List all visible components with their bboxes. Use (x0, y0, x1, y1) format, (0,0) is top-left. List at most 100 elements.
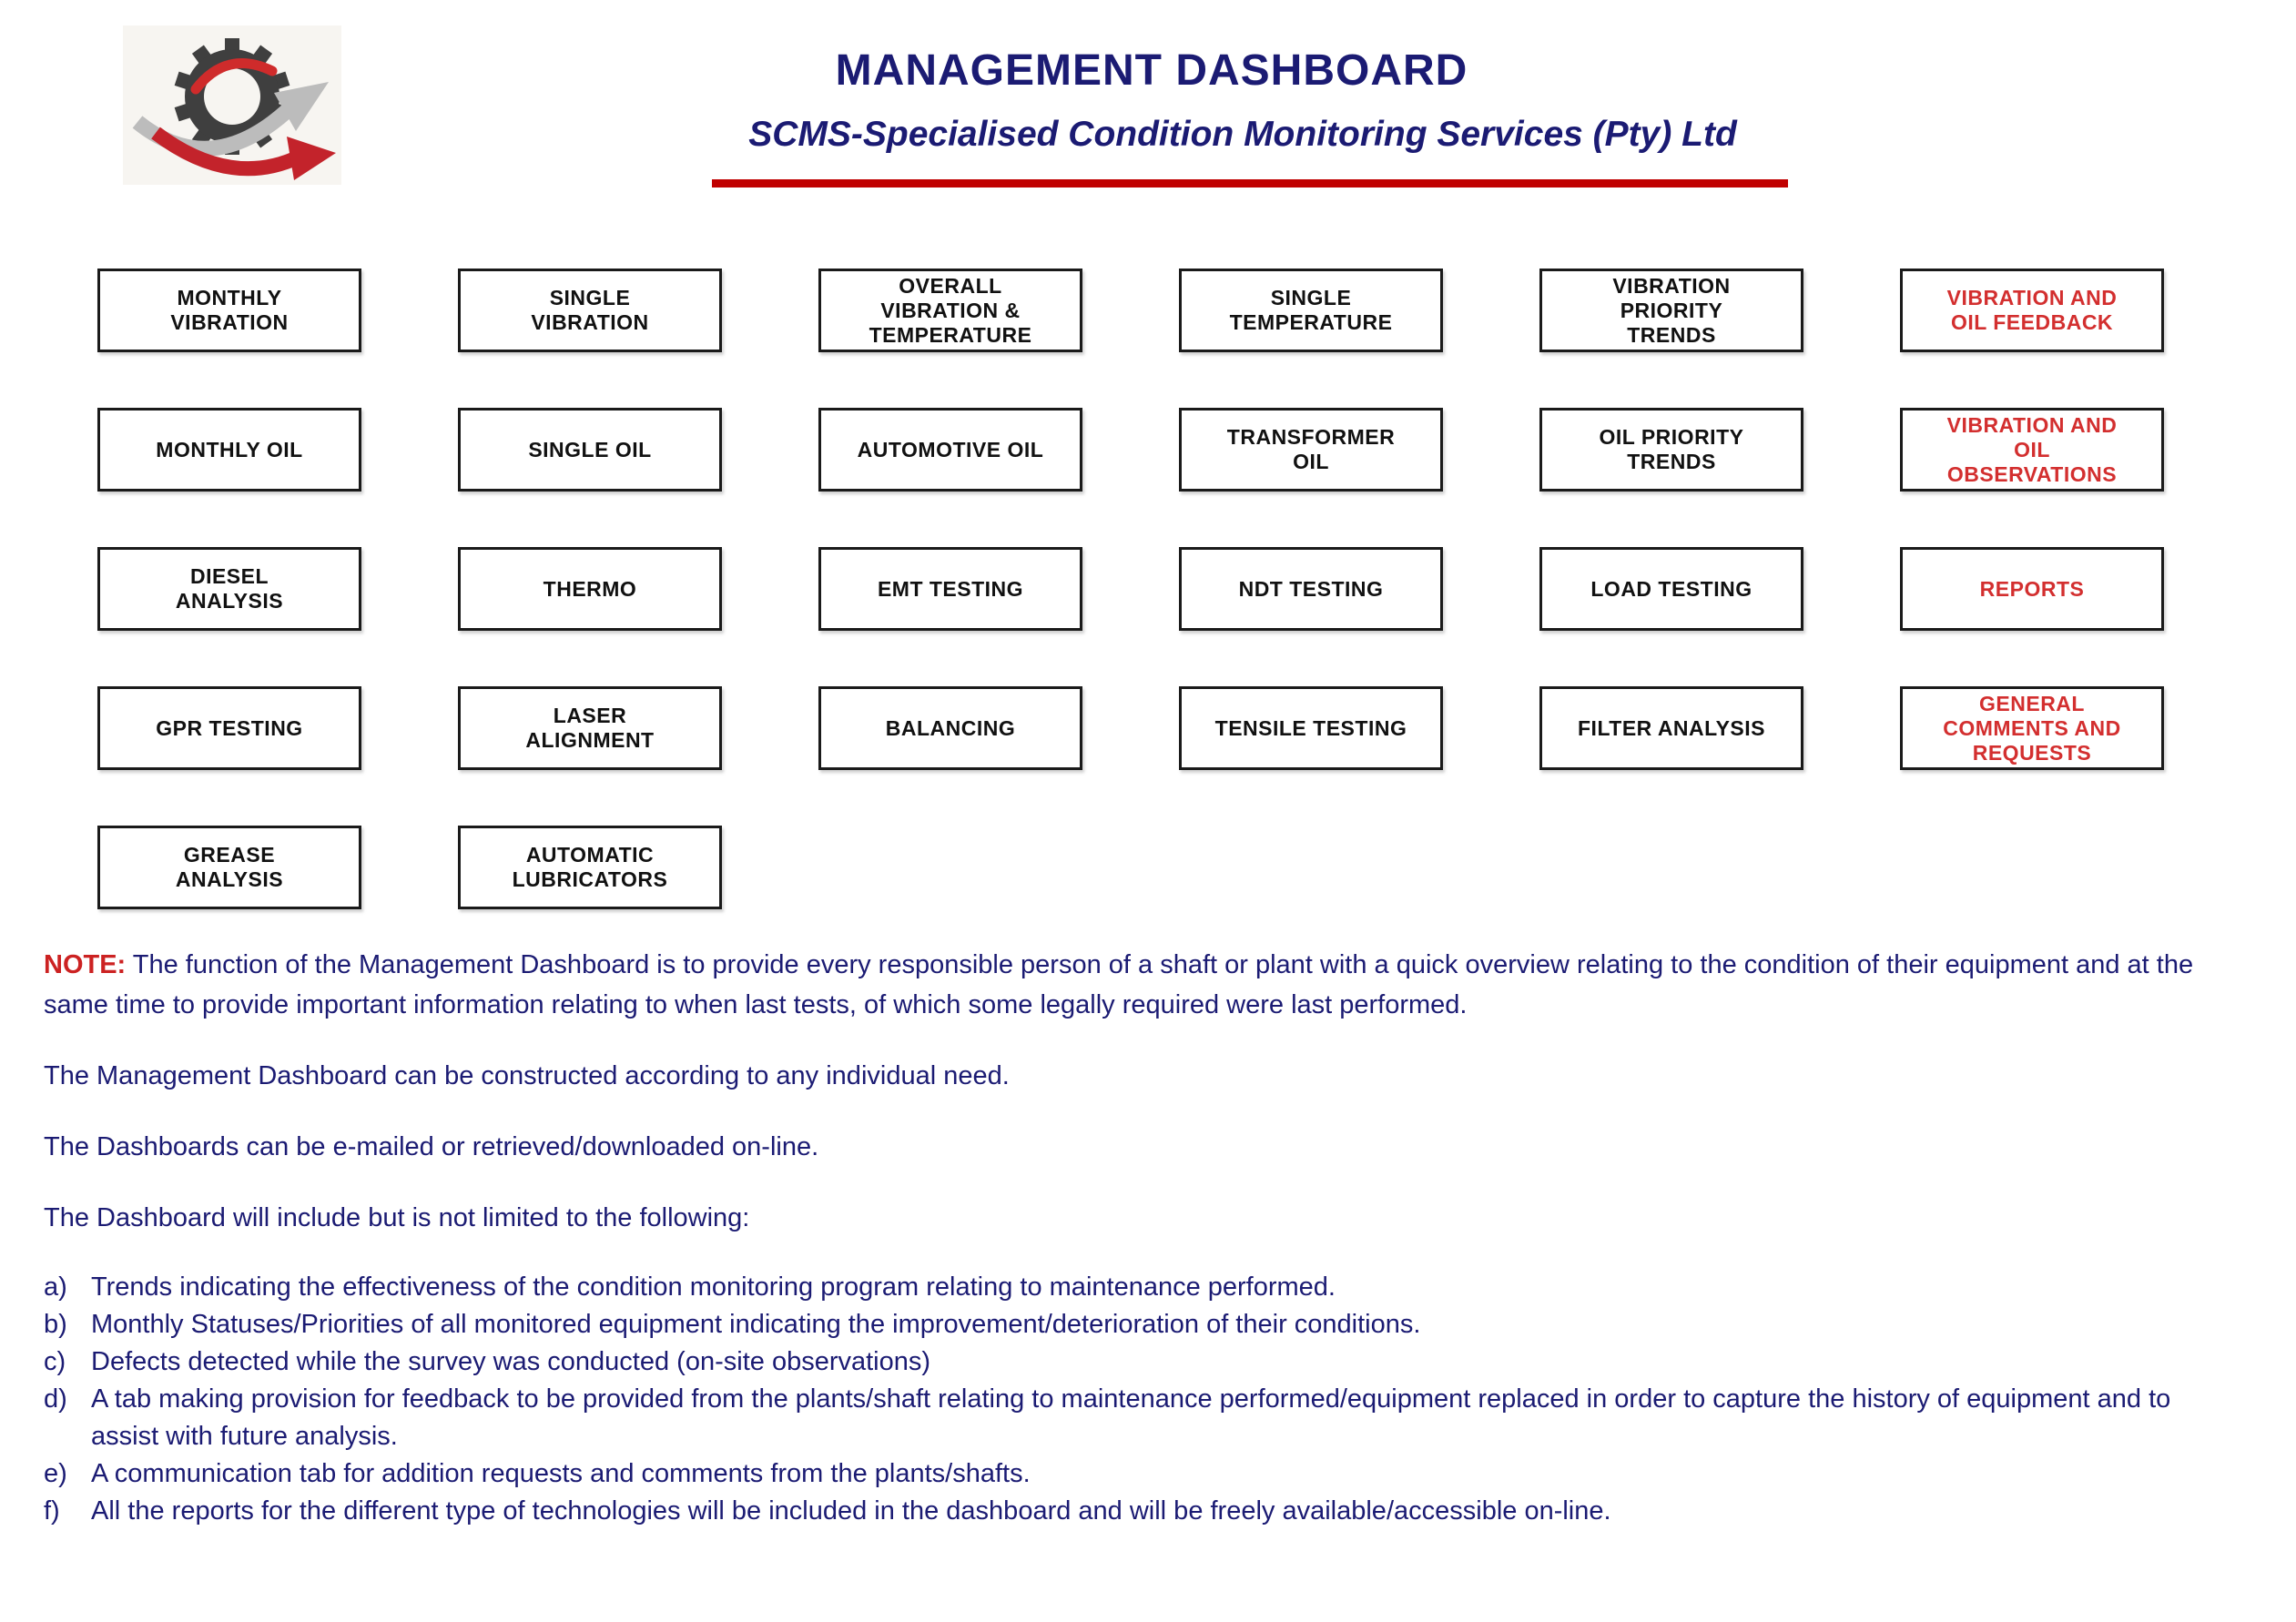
list-item-marker: d) (44, 1384, 67, 1414)
list-item-marker: e) (44, 1459, 67, 1488)
button-label-line: OIL PRIORITY (1599, 425, 1744, 449)
button-label-line: OIL (2014, 437, 2050, 461)
button-label-line: MONTHLY OIL (156, 437, 303, 461)
button-label-line: VIBRATION AND (1946, 286, 2118, 309)
note-list: a) Trends indicating the effectiveness of… (44, 1269, 2229, 1530)
note-label: NOTE: (44, 950, 127, 979)
note-paragraph: The Dashboard will include but is not li… (44, 1203, 750, 1232)
button-filter-analysis[interactable]: FILTER ANALYSIS (1539, 686, 1803, 770)
note-list-item: e) A communication tab for addition reque… (44, 1455, 2229, 1493)
button-label-line: COMMENTS AND (1943, 715, 2121, 740)
button-label-line: REPORTS (1979, 576, 2085, 601)
list-item-marker: a) (44, 1272, 67, 1302)
button-label-line: TRENDS (1627, 322, 1716, 347)
list-item-marker: b) (44, 1310, 67, 1339)
button-label-line: AUTOMOTIVE OIL (857, 437, 1044, 461)
button-automotive-oil[interactable]: AUTOMOTIVE OIL (818, 408, 1082, 492)
button-label-line: ANALYSIS (175, 867, 284, 891)
button-label-line: OIL (1293, 450, 1329, 473)
button-label-line: FILTER ANALYSIS (1578, 715, 1765, 740)
button-label-line: VIBRATION (531, 310, 649, 334)
button-label-line: OIL FEEDBACK (1950, 310, 2114, 334)
note-list-item: f) All the reports for the different type… (44, 1493, 2229, 1530)
list-item-text: A communication tab for addition request… (91, 1459, 1031, 1488)
note-paragraph: The Management Dashboard can be construc… (44, 1061, 1010, 1090)
button-label-line: LOAD TESTING (1590, 576, 1752, 601)
title-underline (712, 179, 1788, 188)
button-thermo[interactable]: THERMO (458, 547, 722, 631)
button-label-line: PRIORITY (1620, 298, 1723, 322)
note-list-item: c) Defects detected while the survey was … (44, 1343, 2229, 1381)
scms-logo (123, 25, 341, 185)
note-paragraph-main: NOTE: The function of the Management Das… (44, 945, 2229, 1025)
page-subtitle: SCMS-Specialised Condition Monitoring Se… (748, 115, 1737, 154)
button-label-line: VIBRATION & (880, 298, 1021, 322)
note-paragraph: The Dashboards can be e-mailed or retrie… (44, 1132, 819, 1161)
button-label-line: ANALYSIS (175, 589, 284, 613)
note-text: The function of the Management Dashboard… (44, 950, 2194, 1019)
list-item-text: Monthly Statuses/Priorities of all monit… (91, 1310, 1421, 1339)
list-item-text: A tab making provision for feedback to b… (91, 1384, 2171, 1451)
button-label-line: GPR TESTING (156, 715, 303, 740)
note-list-item: b) Monthly Statuses/Priorities of all mon… (44, 1306, 2229, 1343)
button-label-line: TENSILE TESTING (1214, 715, 1407, 740)
button-reports[interactable]: REPORTS (1900, 547, 2164, 631)
list-item-marker: f) (44, 1496, 60, 1526)
button-ndt-testing[interactable]: NDT TESTING (1179, 547, 1443, 631)
button-label-line: TEMPERATURE (1229, 310, 1393, 334)
button-label-line: LUBRICATORS (512, 867, 668, 891)
button-label-line: SINGLE (549, 286, 631, 309)
page-title: MANAGEMENT DASHBOARD (835, 46, 1468, 95)
button-label-line: GREASE (183, 843, 276, 867)
button-label-line: GENERAL (1979, 691, 2085, 715)
button-emt-testing[interactable]: EMT TESTING (818, 547, 1082, 631)
button-gpr-testing[interactable]: GPR TESTING (97, 686, 361, 770)
button-label-line: OVERALL (899, 273, 1002, 298)
button-load-testing[interactable]: LOAD TESTING (1539, 547, 1803, 631)
button-label-line: THERMO (543, 576, 637, 601)
note-section: NOTE: The function of the Management Das… (44, 945, 2229, 1530)
list-item-text: All the reports for the different type o… (91, 1496, 1611, 1526)
list-item-marker: c) (44, 1347, 66, 1376)
button-label-line: DIESEL (189, 564, 269, 588)
button-label-line: VIBRATION (170, 310, 289, 334)
button-label-line: VIBRATION (1612, 273, 1731, 298)
button-label-line: ALIGNMENT (525, 728, 655, 752)
button-single-oil[interactable]: SINGLE OIL (458, 408, 722, 492)
button-label-line: TRANSFORMER (1226, 425, 1396, 449)
button-tensile-testing[interactable]: TENSILE TESTING (1179, 686, 1443, 770)
button-monthly-oil[interactable]: MONTHLY OIL (97, 408, 361, 492)
button-label-line: TEMPERATURE (869, 322, 1032, 347)
gear-arrows-logo-icon (123, 25, 341, 185)
list-item-text: Trends indicating the effectiveness of t… (91, 1272, 1336, 1302)
button-label-line: REQUESTS (1972, 740, 2092, 765)
note-list-item: a) Trends indicating the effectiveness of… (44, 1269, 2229, 1306)
button-balancing[interactable]: BALANCING (818, 686, 1082, 770)
button-label-line: OBSERVATIONS (1946, 461, 2118, 486)
note-list-item: d) A tab making provision for feedback to… (44, 1381, 2229, 1455)
button-label-line: TRENDS (1627, 450, 1716, 473)
list-item-text: Defects detected while the survey was co… (91, 1347, 931, 1376)
button-label-line: LASER (553, 704, 627, 727)
button-label-line: SINGLE (1270, 286, 1352, 309)
button-label-line: AUTOMATIC (525, 843, 655, 867)
button-label-line: MONTHLY (177, 286, 282, 309)
button-label-line: EMT TESTING (877, 576, 1024, 601)
button-label-line: NDT TESTING (1238, 576, 1384, 601)
button-label-line: SINGLE OIL (528, 437, 652, 461)
